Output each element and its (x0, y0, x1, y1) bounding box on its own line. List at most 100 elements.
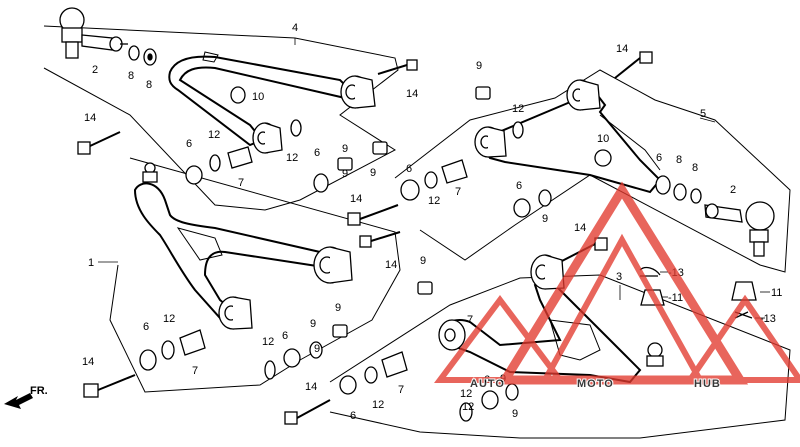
callout-9: 9 (476, 60, 482, 72)
callout-8: 8 (146, 79, 152, 91)
callout-14: 14 (84, 112, 96, 124)
ball-joint-icon (646, 342, 664, 367)
bolt-icon (347, 204, 399, 226)
callout-14: 14 (406, 88, 418, 100)
callout-labels: 2 8 8 4 10 14 14 12 6 12 7 6 9 9 9 14 14… (82, 22, 782, 422)
callout-10: 10 (252, 91, 264, 103)
callout-14: 14 (350, 193, 362, 205)
callout-9: 9 (370, 167, 376, 179)
nut-icon (230, 86, 246, 104)
frame-upper-left (43, 25, 399, 211)
callout-9: 9 (542, 213, 548, 225)
collar-icon (400, 179, 420, 201)
callout-7: 7 (192, 365, 198, 377)
washer-icon (690, 188, 702, 204)
callout-11: 11 (771, 287, 782, 299)
callout-9: 9 (335, 302, 341, 314)
callout-7: 7 (467, 314, 473, 326)
washer-icon (290, 119, 302, 137)
upper-arm-icon (478, 90, 662, 194)
ball-joint-icon (704, 201, 775, 257)
bolt-icon (614, 51, 653, 79)
callout-9: 9 (512, 408, 518, 420)
callout-12: 12 (428, 195, 440, 207)
bushing-icon (313, 246, 353, 284)
collar-icon (655, 175, 671, 195)
callout-6: 6 (656, 152, 662, 164)
watermark-part2: MOTO (577, 378, 614, 390)
lower-arm-icon (133, 182, 337, 320)
callout-9: 9 (420, 255, 426, 267)
callout-12: 12 (372, 399, 384, 411)
ball-joint-icon (59, 7, 128, 59)
callout-8: 8 (128, 70, 134, 82)
nut-icon (417, 281, 433, 295)
nut-icon (337, 157, 353, 171)
callout-6: 6 (406, 163, 412, 175)
bushing-icon (438, 319, 466, 351)
frame-upper-right (394, 69, 791, 273)
bolt-icon (377, 59, 418, 75)
bolt-icon (83, 374, 136, 398)
callout-9: 9 (314, 343, 320, 355)
callout-12: 12 (262, 336, 274, 348)
callout-6: 6 (516, 180, 522, 192)
nut-icon (372, 141, 388, 155)
collar-icon (513, 198, 531, 218)
collar-icon (339, 375, 357, 395)
upper-arm-icon (168, 55, 354, 147)
sleeve-icon (179, 329, 206, 356)
bushing-icon (566, 79, 601, 111)
collar-icon (139, 349, 157, 371)
bushing-icon (340, 75, 376, 109)
bushing-icon (474, 126, 507, 158)
callout-12: 12 (163, 313, 175, 325)
washer-icon (424, 171, 438, 189)
sleeve-icon (441, 159, 468, 184)
sleeve-icon (227, 146, 253, 169)
callout-14: 14 (616, 43, 628, 55)
collar-icon (283, 348, 301, 368)
callout-4: 4 (292, 22, 298, 34)
castle-nut-icon (731, 281, 757, 301)
callout-7: 7 (398, 384, 404, 396)
watermark-logo: AUTO MOTO HUB (434, 181, 800, 391)
washer-icon (128, 45, 140, 61)
callout-7: 7 (238, 177, 244, 189)
callout-6: 6 (350, 410, 356, 422)
callout-12: 12 (286, 152, 298, 164)
washer-icon (209, 154, 221, 172)
washer-icon (538, 189, 552, 207)
callout-10: 10 (597, 133, 609, 145)
bushing-icon (530, 254, 565, 290)
nut-icon (594, 149, 612, 167)
washer-icon (264, 360, 276, 380)
callout-14: 14 (574, 222, 586, 234)
washer-icon (673, 183, 687, 201)
washer-icon (505, 383, 519, 401)
washer-icon (459, 402, 473, 422)
callout-12: 12 (512, 103, 524, 115)
bushing-icon (218, 296, 253, 330)
callout-12: 12 (462, 401, 474, 413)
callout-8: 8 (692, 162, 698, 174)
callout-7: 7 (455, 186, 461, 198)
direction-label: FR. (30, 385, 48, 397)
collar-icon (313, 173, 329, 193)
bolt-icon (284, 399, 331, 425)
nut-icon (475, 86, 491, 100)
collar-icon (481, 390, 499, 410)
bolt-icon (359, 231, 401, 248)
callout-11: -11 (668, 292, 683, 304)
callout-3: 3 (616, 271, 622, 283)
washer-icon (512, 121, 524, 139)
callout-6: 6 (143, 321, 149, 333)
callout-9: 9 (342, 143, 348, 155)
callout-2: 2 (92, 64, 98, 76)
watermark-part1: AUTO (470, 378, 505, 390)
watermark-part3: HUB (694, 378, 721, 390)
upper-right-assembly (400, 51, 775, 257)
callout-13: -13 (760, 313, 776, 325)
